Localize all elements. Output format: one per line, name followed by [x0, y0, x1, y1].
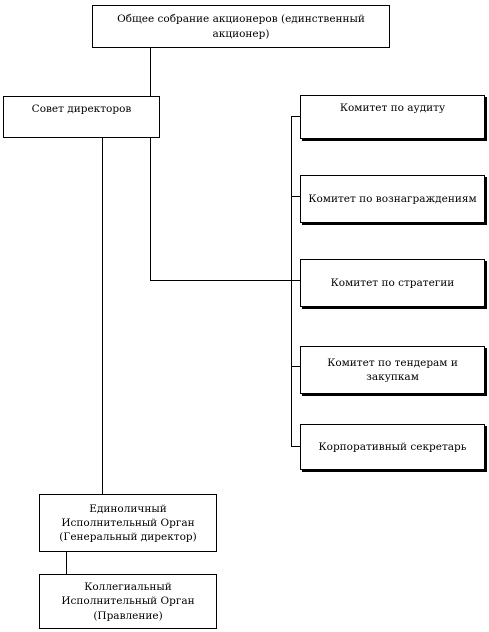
audit-committee-label: Комитет по аудиту [339, 102, 446, 114]
audit-committee-box: Комитет по аудиту [300, 95, 485, 139]
connector-meeting-to-board [150, 48, 151, 96]
shareholders-meeting-label: Общее собрание акционеров (единственный … [117, 13, 365, 40]
sole-executive-body-label: Единоличный Исполнительный Орган (Генера… [59, 502, 197, 544]
tenders-committee-box: Комитет по тендерам и закупкам [300, 346, 485, 394]
strategy-committee-box: Комитет по стратегии [300, 259, 485, 307]
connector-sole-to-collegial [66, 552, 67, 574]
collegial-executive-body-label: Коллегиальный Исполнительный Орган (Прав… [61, 581, 195, 622]
shareholders-meeting-box: Общее собрание акционеров (единственный … [92, 5, 390, 48]
remuneration-committee-box: Комитет по вознаграждениям [300, 175, 485, 223]
branch-strategy [291, 280, 300, 281]
board-of-directors-box: Совет директоров [3, 96, 160, 138]
branch-tenders [291, 366, 300, 367]
collegial-executive-body-box: Коллегиальный Исполнительный Орган (Прав… [39, 574, 217, 629]
branch-remuneration [291, 196, 300, 197]
branch-audit [291, 116, 300, 117]
connector-board-to-executive [102, 138, 103, 494]
tenders-committee-label: Комитет по тендерам и закупкам [327, 356, 458, 383]
sole-executive-body-box: Единоличный Исполнительный Орган (Генера… [39, 494, 217, 552]
connector-horizontal-to-bus [150, 280, 292, 281]
corporate-secretary-box: Корпоративный секретарь [300, 424, 485, 470]
remuneration-committee-label: Комитет по вознаграждениям [308, 192, 477, 205]
connector-board-to-committees [150, 138, 151, 280]
committees-vertical-bus [291, 116, 292, 446]
board-of-directors-label: Совет директоров [31, 103, 132, 115]
branch-secretary [291, 446, 300, 447]
strategy-committee-label: Комитет по стратегии [330, 276, 455, 289]
corporate-secretary-label: Корпоративный секретарь [318, 440, 467, 453]
